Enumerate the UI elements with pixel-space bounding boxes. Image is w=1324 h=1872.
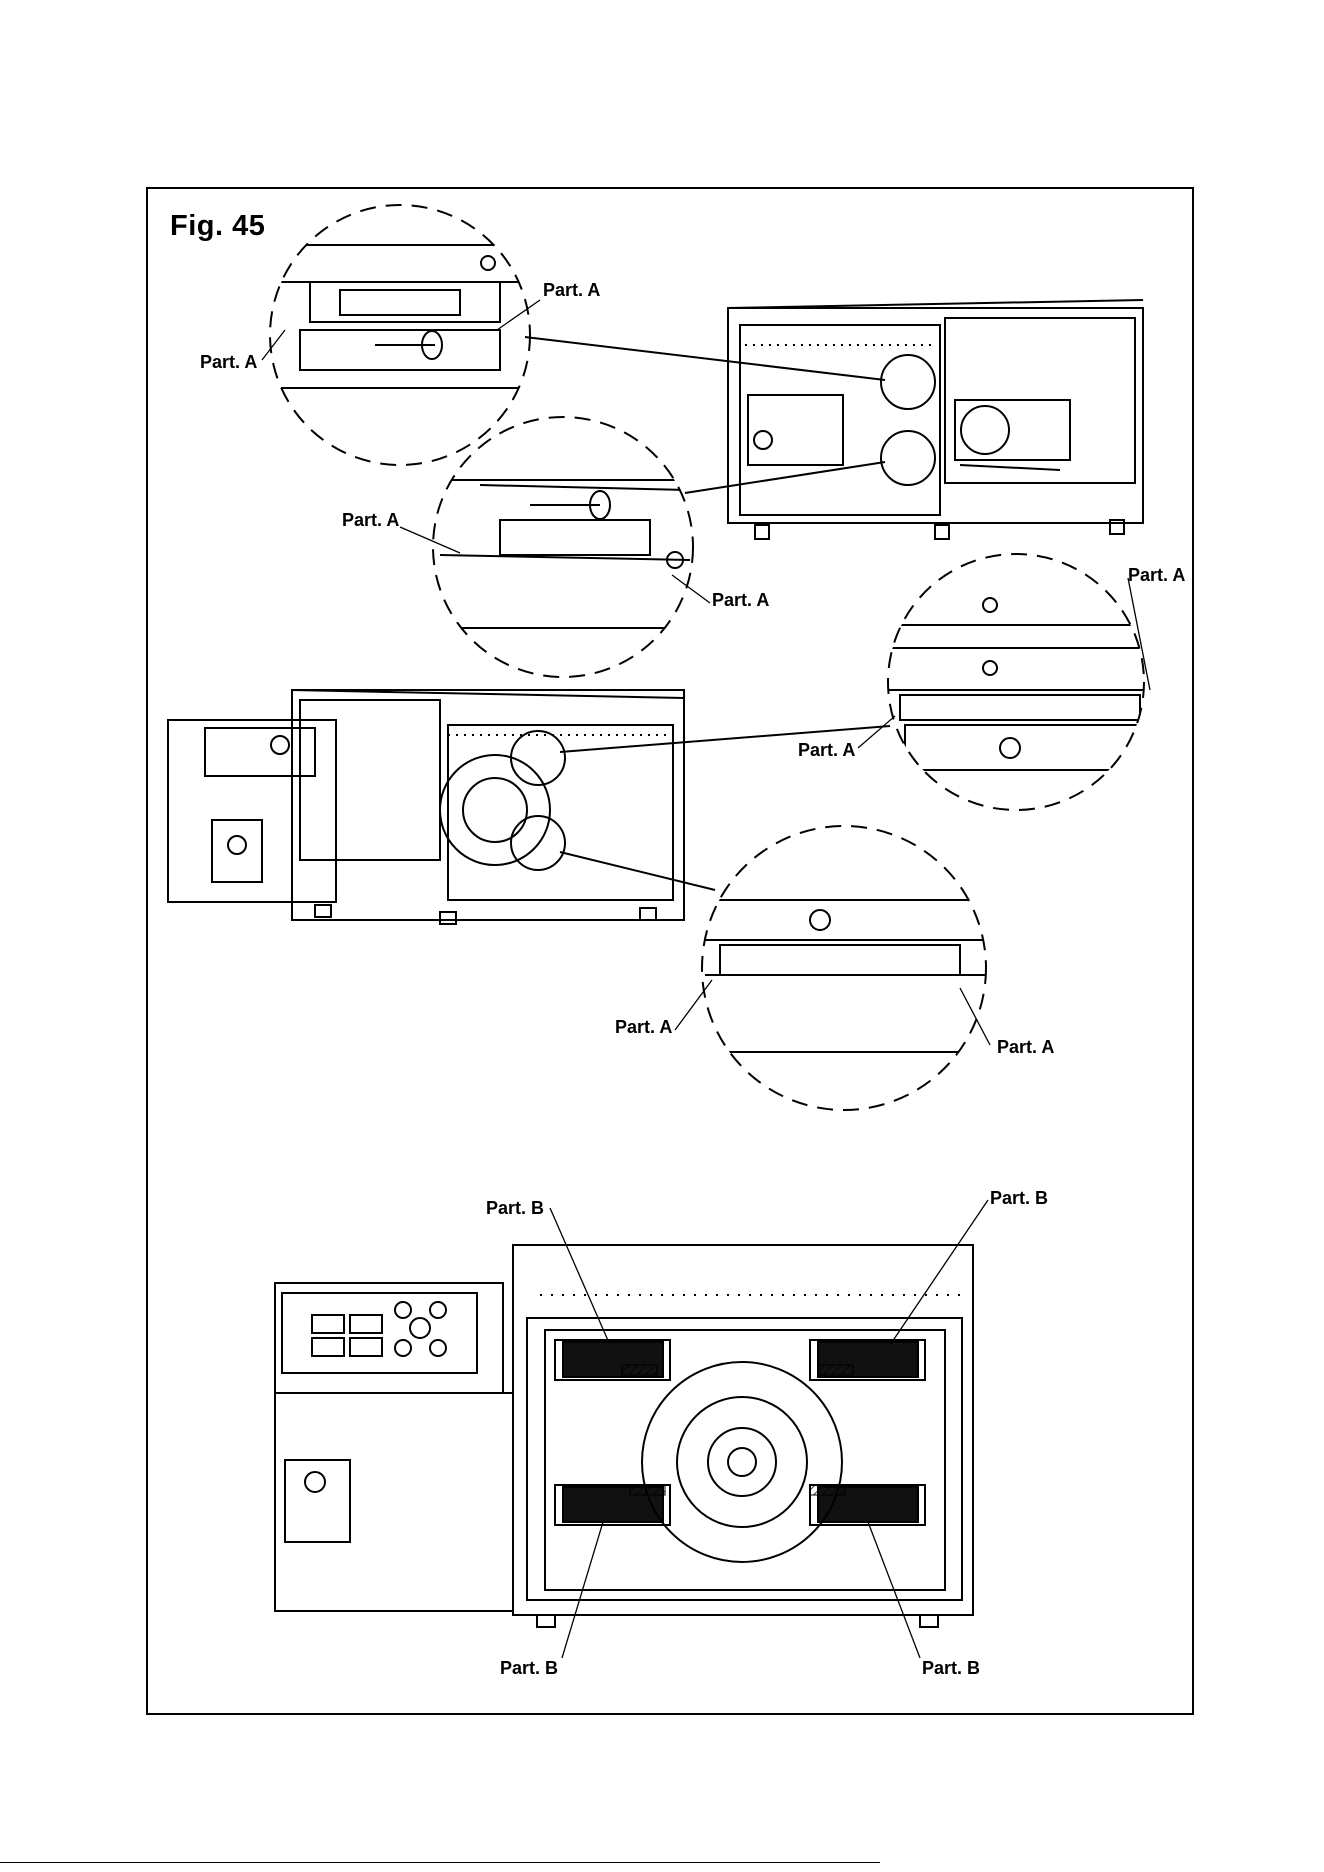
callout-part-a: Part. A bbox=[712, 590, 769, 611]
oven-view-top-right bbox=[728, 300, 1143, 539]
callout-part-b: Part. B bbox=[922, 1658, 980, 1679]
callout-part-b: Part. B bbox=[500, 1658, 558, 1679]
callout-part-a: Part. A bbox=[1128, 565, 1185, 586]
callout-part-a: Part. A bbox=[200, 352, 257, 373]
callout-part-a: Part. A bbox=[615, 1017, 672, 1038]
detail-circle-3 bbox=[880, 554, 1150, 810]
callout-part-a: Part. A bbox=[342, 510, 399, 531]
connector-line bbox=[560, 852, 715, 890]
callout-part-a: Part. A bbox=[543, 280, 600, 301]
detail-circle-2 bbox=[430, 417, 700, 677]
callout-part-b: Part. B bbox=[486, 1198, 544, 1219]
callout-part-a: Part. A bbox=[798, 740, 855, 761]
callout-part-a: Part. A bbox=[997, 1037, 1054, 1058]
callout-part-b: Part. B bbox=[990, 1188, 1048, 1209]
footer-rule bbox=[0, 1862, 880, 1863]
detail-circle-1 bbox=[260, 205, 540, 465]
oven-view-middle-left bbox=[168, 690, 684, 924]
detail-circle-4 bbox=[700, 826, 990, 1110]
connector-line bbox=[525, 337, 885, 380]
oven-front-view bbox=[275, 1245, 973, 1627]
connector-line bbox=[685, 462, 885, 493]
